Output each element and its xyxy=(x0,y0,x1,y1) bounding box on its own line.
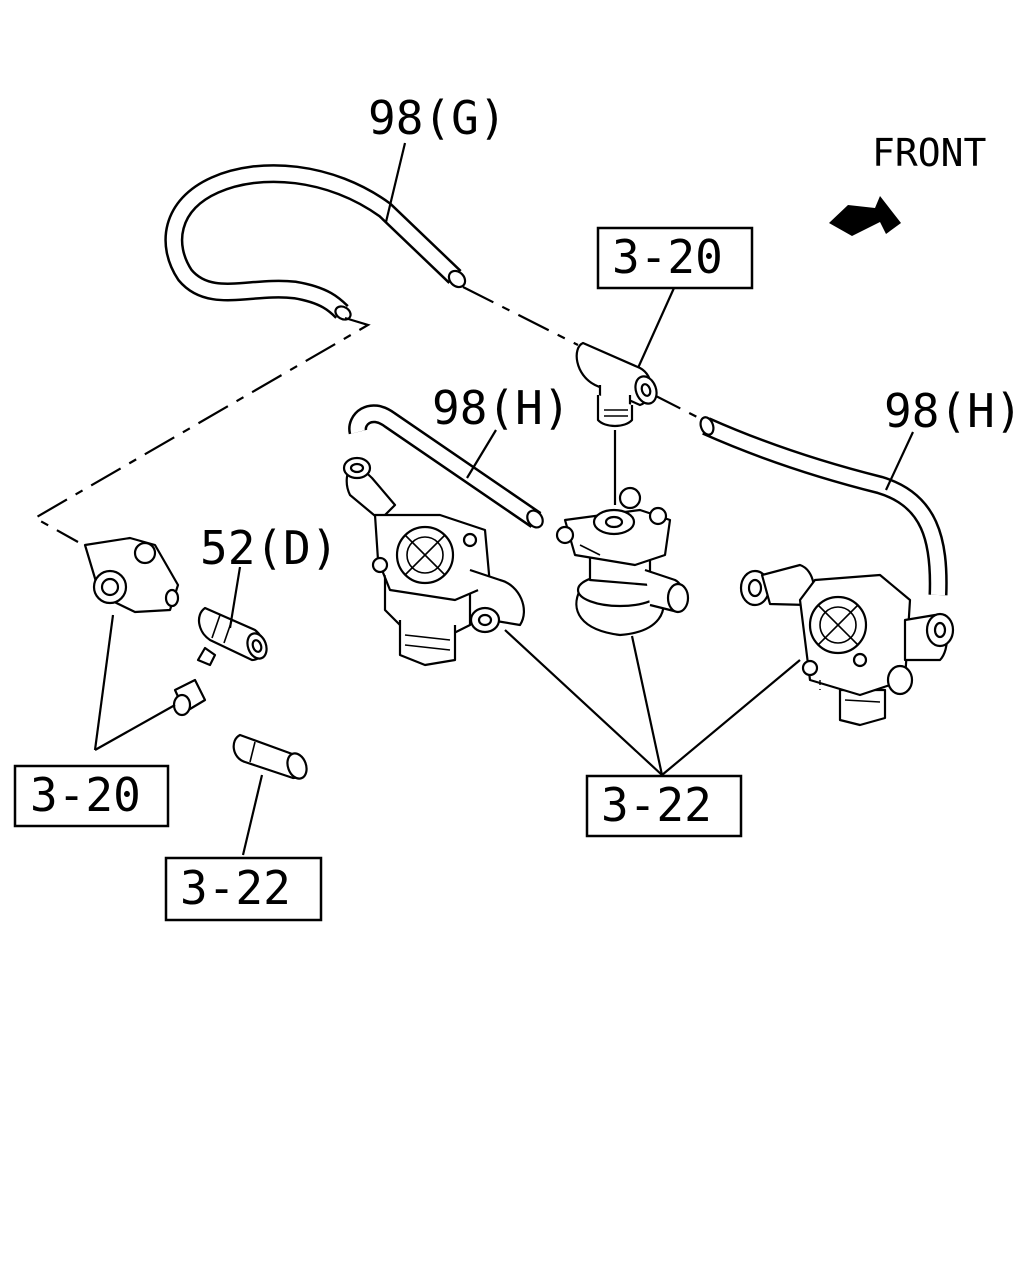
svg-text:3-20: 3-20 xyxy=(612,230,723,284)
ref-box-left-3-22: 3-22 xyxy=(164,856,323,922)
label-98g: 98(G) xyxy=(368,91,506,145)
svg-text:3-20: 3-20 xyxy=(30,768,141,822)
valve-right xyxy=(739,563,955,727)
valve-center xyxy=(555,486,690,637)
ref-box-left-3-20: 3-20 xyxy=(13,764,170,828)
svg-text:3-22: 3-22 xyxy=(180,861,291,915)
valve-left-center xyxy=(342,456,525,667)
svg-text:3-22: 3-22 xyxy=(601,778,712,832)
ref-box-top-3-20: 3-20 xyxy=(596,226,754,290)
routing-lines xyxy=(32,286,704,543)
front-label: FRONT xyxy=(872,131,986,175)
sensor-plug xyxy=(232,733,308,780)
hose-98g xyxy=(164,164,467,321)
label-98h-center: 98(H) xyxy=(432,381,570,435)
front-arrow-icon xyxy=(829,196,901,236)
ref-box-center-3-22: 3-22 xyxy=(585,774,743,838)
small-connector xyxy=(172,678,207,717)
connector-left xyxy=(83,536,180,614)
hose-98h-center xyxy=(348,404,544,529)
hose-98h-right xyxy=(699,416,948,596)
label-52d: 52(D) xyxy=(200,521,338,575)
leader-lines xyxy=(93,142,914,856)
label-98h-right: 98(H) xyxy=(884,384,1022,438)
fitting-52d xyxy=(196,606,268,667)
tee-fitting xyxy=(575,341,658,428)
